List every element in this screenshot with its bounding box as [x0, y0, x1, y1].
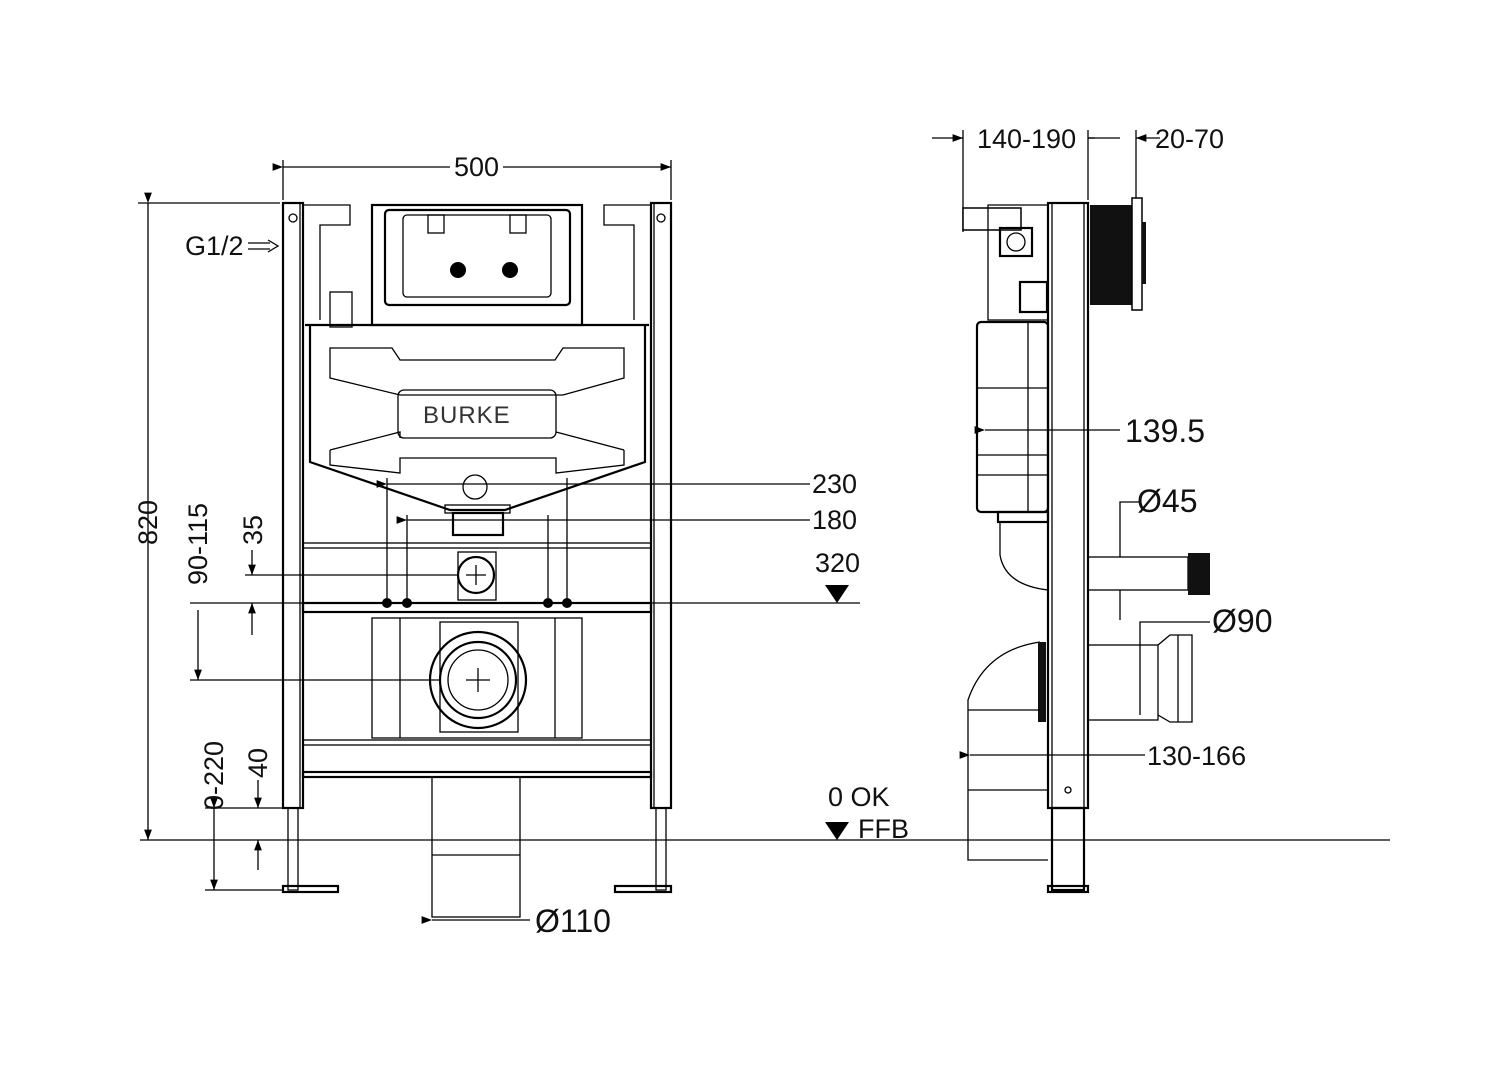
bolt-spacing-230: 230 — [812, 469, 857, 499]
leg-adjust-dimension: 0-220 — [199, 741, 229, 810]
front-view: 500 BURKE — [133, 152, 909, 939]
bolt-spacing-180: 180 — [812, 505, 857, 535]
water-inlet-label: G1/2 — [185, 231, 244, 261]
level-ok-label: 0 OK — [828, 782, 890, 812]
depth-range-dimension: 140-190 — [977, 124, 1076, 154]
plate-range-dimension: 20-70 — [1155, 124, 1224, 154]
drain-offset-dimension: 35 — [238, 515, 268, 545]
leg-min-dimension: 40 — [243, 748, 273, 778]
level-ffb-label: FFB — [858, 814, 909, 844]
flush-pipe-height-dimension: 90-115 — [183, 503, 213, 585]
width-dimension: 500 — [454, 152, 499, 182]
waste-diameter-90: Ø90 — [1212, 603, 1272, 639]
height-dimension: 820 — [133, 500, 163, 545]
brand-logo: BURKE — [423, 402, 511, 429]
flush-diameter-dimension: Ø45 — [1137, 483, 1197, 519]
waste-diameter-110: Ø110 — [535, 903, 611, 939]
side-view: 140-190 20-70 139.5 Ø45 — [932, 124, 1272, 894]
bend-depth-dimension: 130-166 — [1147, 741, 1246, 771]
bolt-height-320: 320 — [815, 548, 860, 578]
cistern-depth-dimension: 139.5 — [1125, 413, 1205, 449]
